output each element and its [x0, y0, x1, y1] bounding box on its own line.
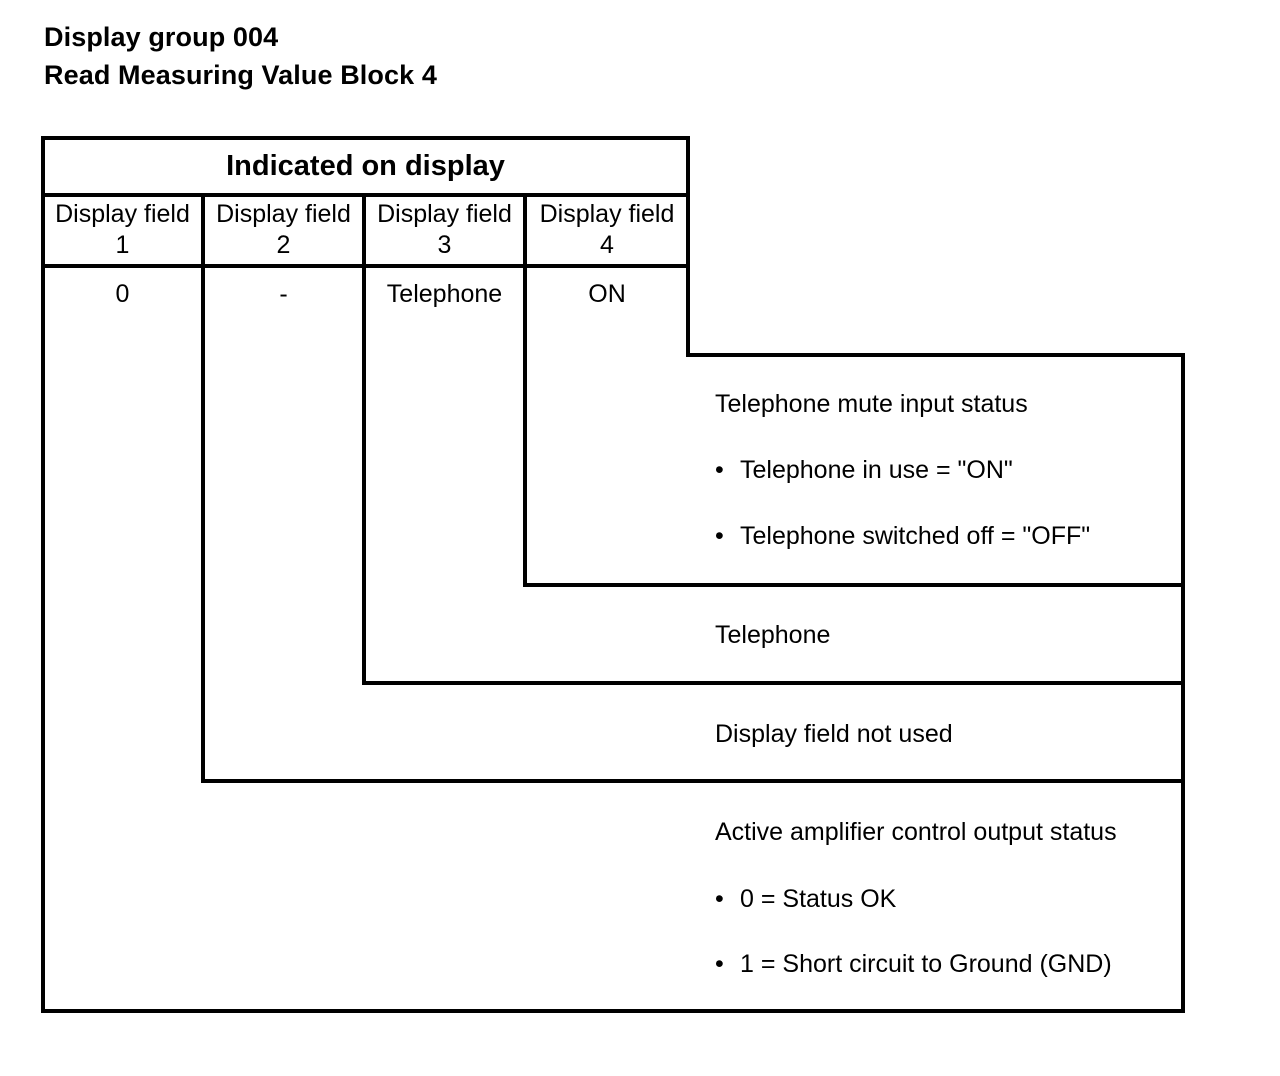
page-subtitle: Read Measuring Value Block 4 — [44, 60, 437, 90]
value-cell-field-1: 0 — [115, 280, 130, 308]
table-title: Indicated on display — [226, 150, 505, 182]
callout-3-right-border — [1181, 681, 1185, 783]
callout-1-top-border — [686, 353, 1185, 357]
column-divider-1-2 — [201, 193, 205, 783]
bullet-icon: • — [715, 950, 724, 978]
callout-4-right-border — [1181, 779, 1185, 1013]
bullet-icon: • — [715, 456, 724, 484]
callout-2-bottom-border — [362, 681, 1185, 685]
table-top-border — [41, 136, 690, 140]
callout-3-title: Display field not used — [715, 720, 953, 748]
column-border-left — [41, 136, 45, 1013]
column-divider-3-4 — [523, 193, 527, 585]
value-cell-field-2: - — [279, 280, 288, 308]
page-title: Display group 004 — [44, 22, 279, 52]
column-divider-2-3 — [362, 193, 366, 685]
callout-1-title: Telephone mute input status — [715, 390, 1028, 418]
value-cell-field-3: Telephone — [386, 280, 503, 308]
callout-1-bottom-border — [523, 583, 1185, 587]
column-header-2-line1: Display field — [216, 200, 351, 228]
callout-4-title: Active amplifier control output status — [715, 818, 1117, 846]
callout-3-bottom-border — [201, 779, 1185, 783]
callout-2-title: Telephone — [715, 621, 831, 649]
column-header-2-line2: 2 — [276, 231, 291, 259]
bullet-icon: • — [715, 522, 724, 550]
callout-1-right-border — [1181, 353, 1185, 587]
callout-4-bottom-border — [41, 1009, 1185, 1013]
column-header-3-line1: Display field — [377, 200, 512, 228]
column-header-1-line1: Display field — [55, 200, 190, 228]
column-header-1-line2: 1 — [115, 231, 130, 259]
callout-4-bullet-2-text: 1 = Short circuit to Ground (GND) — [740, 950, 1112, 978]
callout-4-bullet-1-text: 0 = Status OK — [740, 885, 897, 913]
column-header-4-line2: 4 — [600, 231, 614, 259]
column-border-right — [686, 136, 690, 357]
callout-1-bullet-2-text: Telephone switched off = "OFF" — [740, 522, 1091, 550]
callout-1-bullet-1-text: Telephone in use = "ON" — [740, 456, 1013, 484]
value-cell-field-4: ON — [588, 280, 626, 308]
callout-2-right-border — [1181, 583, 1185, 685]
column-header-3-line2: 3 — [437, 231, 452, 259]
column-header-4-line1: Display field — [539, 200, 675, 228]
bullet-icon: • — [715, 885, 724, 913]
